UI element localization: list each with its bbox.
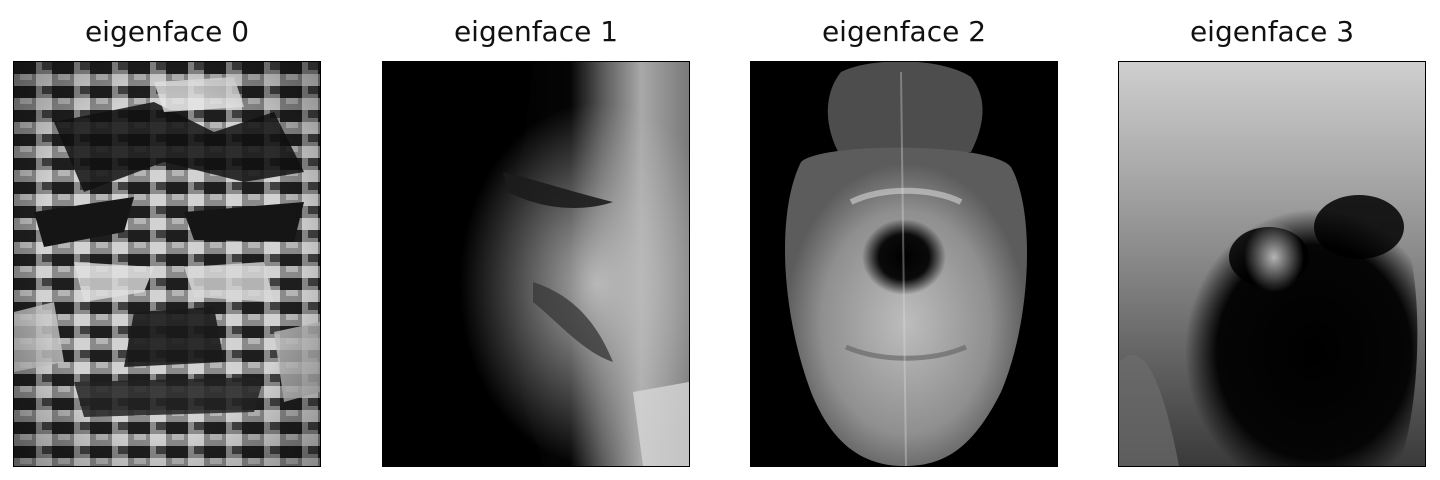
panel-title: eigenface 1 <box>453 15 619 48</box>
eigenface-2-image <box>751 62 1057 466</box>
eigenface-3-image <box>1119 62 1425 466</box>
eigenface-0-image-frame <box>13 61 321 467</box>
panel-title: eigenface 2 <box>821 15 987 48</box>
panel-title: eigenface 0 <box>84 15 250 48</box>
eigenface-3-image-frame <box>1118 61 1426 467</box>
panel-eigenface-1: eigenface 1 <box>382 0 690 480</box>
eigenface-0-image <box>14 62 320 466</box>
panel-title: eigenface 3 <box>1189 15 1355 48</box>
panel-eigenface-0: eigenface 0 <box>13 0 321 480</box>
eigenface-1-image-frame <box>382 61 690 467</box>
panel-eigenface-3: eigenface 3 <box>1118 0 1426 480</box>
panel-eigenface-2: eigenface 2 <box>750 0 1058 480</box>
eigenface-1-image <box>383 62 689 466</box>
eigenface-2-image-frame <box>750 61 1058 467</box>
